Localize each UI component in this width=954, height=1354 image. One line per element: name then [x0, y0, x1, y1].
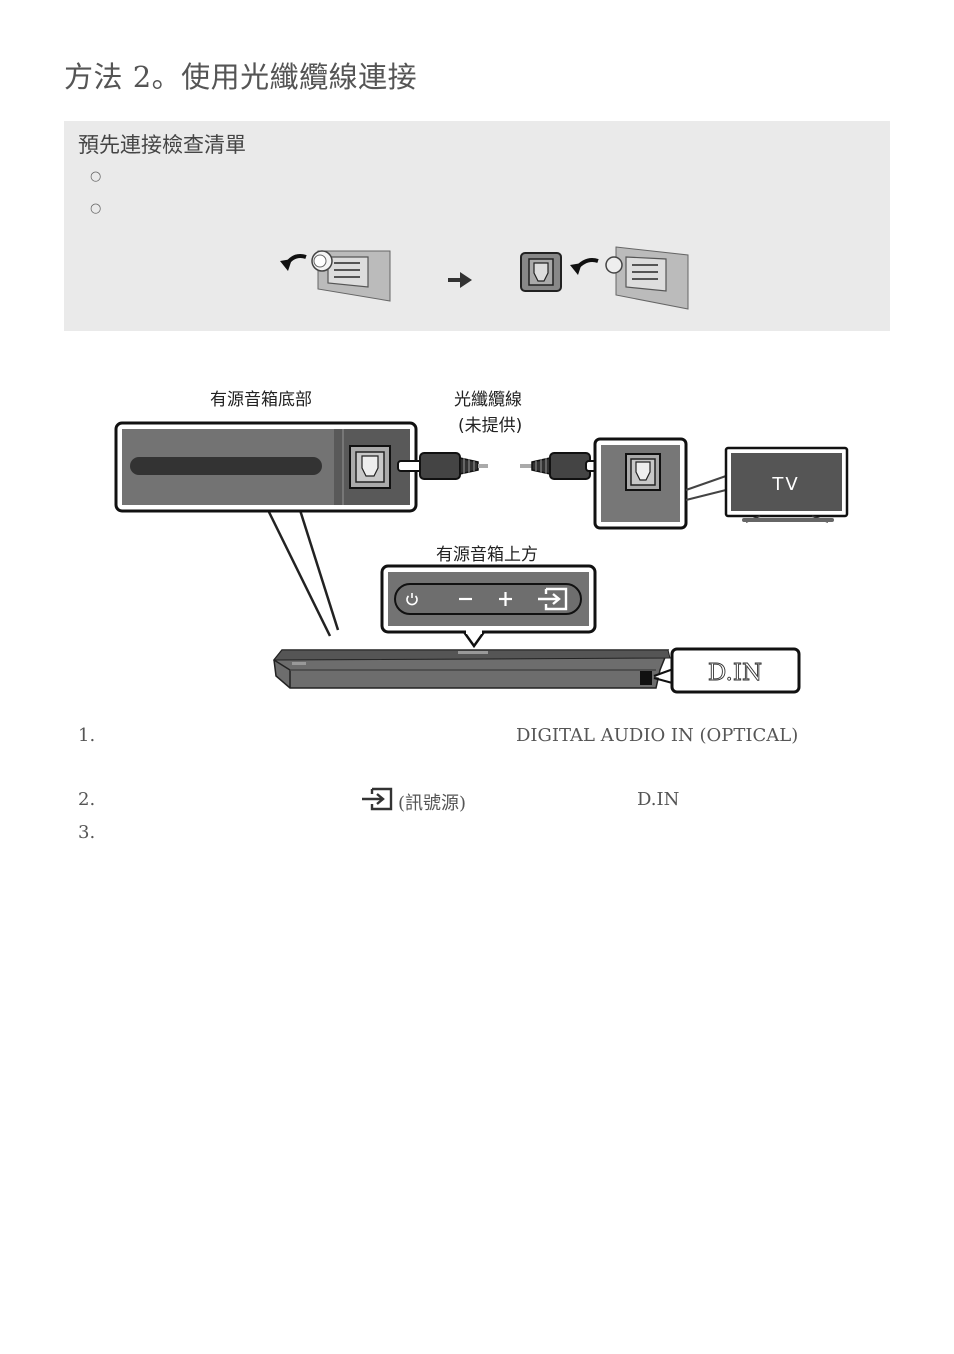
connection-diagram: TV D.IN [114, 421, 849, 694]
soundbar-edge-cap-removed-icon [570, 246, 689, 310]
pre-connection-checklist: 預先連接檢查清單 ○ ○ [64, 121, 890, 331]
checklist-bullet: ○ [90, 201, 102, 216]
soundbar-top-panel [380, 564, 597, 649]
tv-label: TV [771, 474, 799, 495]
optical-port-icon [520, 252, 562, 292]
soundbar-optical-port-icon [349, 445, 391, 489]
display-text: D.IN [708, 660, 762, 686]
step-2-display-mode: D.IN [637, 789, 680, 810]
page-title: 方法 2。使用光纖纜線連接 [64, 60, 418, 94]
checklist-bullet: ○ [90, 169, 102, 184]
step-1-number: 1. [78, 725, 96, 746]
soundbar-edge-with-cap-icon [280, 250, 391, 302]
step-2-source-label: (訊號源) [398, 793, 467, 814]
checklist-title: 預先連接檢查清單 [78, 133, 246, 157]
volume-up-icon [499, 592, 512, 606]
label-optical-cable: 光纖纜線 [454, 390, 522, 410]
cap-removal-illustration [280, 246, 689, 310]
power-icon [406, 593, 418, 606]
label-not-supplied: (未提供) [458, 416, 523, 436]
optical-cable-icon [397, 452, 613, 480]
step-3-number: 3. [78, 822, 96, 843]
source-button-icon [362, 787, 393, 811]
source-icon [538, 587, 568, 611]
label-soundbar-top: 有源音箱上方 [436, 545, 538, 565]
step-2-number: 2. [78, 789, 96, 810]
display-din-callout: D.IN [670, 647, 801, 694]
tv-icon: TV [724, 446, 849, 523]
next-arrow-icon [448, 272, 472, 288]
label-soundbar-bottom: 有源音箱底部 [210, 390, 312, 410]
tv-optical-port-panel [593, 437, 727, 530]
soundbar-body [272, 649, 677, 689]
step-1-port-name: DIGITAL AUDIO IN (OPTICAL) [516, 725, 799, 746]
